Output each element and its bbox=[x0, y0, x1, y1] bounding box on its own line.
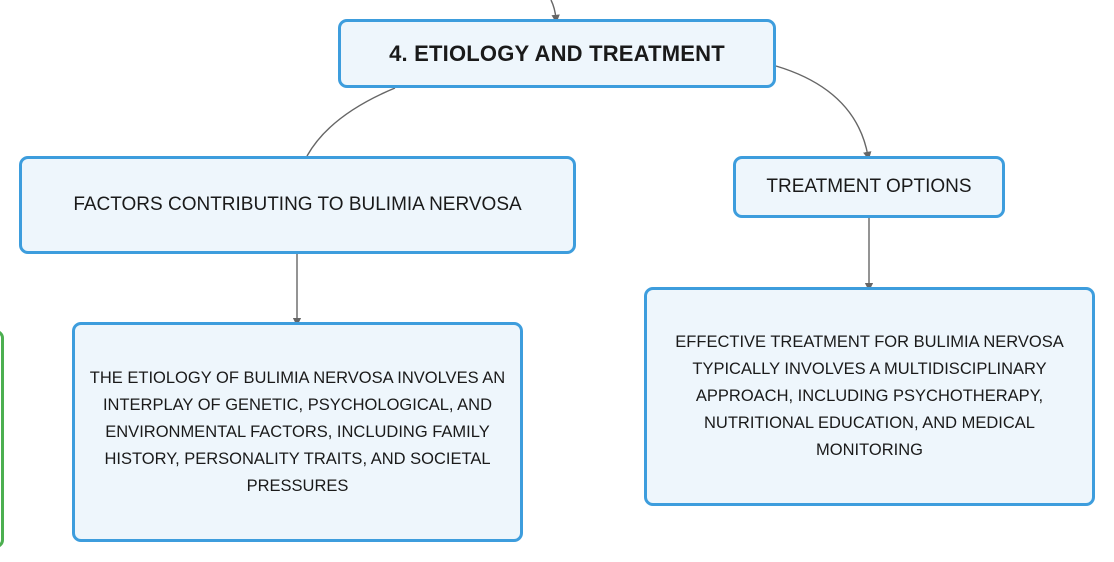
connector-root-to-treatment bbox=[775, 65, 872, 161]
factors-topic-label: FACTORS CONTRIBUTING TO BULIMIA NERVOSA bbox=[73, 194, 522, 215]
connector-root-to-factors bbox=[306, 87, 396, 157]
connector-incoming-root bbox=[550, 0, 560, 24]
etiology-detail-node[interactable]: THE ETIOLOGY OF BULIMIA NERVOSA INVOLVES… bbox=[72, 322, 523, 542]
root-topic-node[interactable]: 4. ETIOLOGY AND TREATMENT bbox=[338, 19, 776, 88]
treatment-detail-text: EFFECTIVE TREATMENT FOR BULIMIA NERVOSA … bbox=[675, 333, 1064, 459]
factors-topic-node[interactable]: FACTORS CONTRIBUTING TO BULIMIA NERVOSA bbox=[19, 156, 576, 254]
treatment-topic-node[interactable]: TREATMENT OPTIONS bbox=[733, 156, 1005, 218]
treatment-detail-node[interactable]: EFFECTIVE TREATMENT FOR BULIMIA NERVOSA … bbox=[644, 287, 1095, 506]
root-topic-label: 4. ETIOLOGY AND TREATMENT bbox=[389, 40, 725, 66]
partially-visible-node[interactable] bbox=[0, 330, 4, 548]
treatment-topic-label: TREATMENT OPTIONS bbox=[766, 176, 972, 197]
etiology-detail-text: THE ETIOLOGY OF BULIMIA NERVOSA INVOLVES… bbox=[89, 368, 506, 495]
